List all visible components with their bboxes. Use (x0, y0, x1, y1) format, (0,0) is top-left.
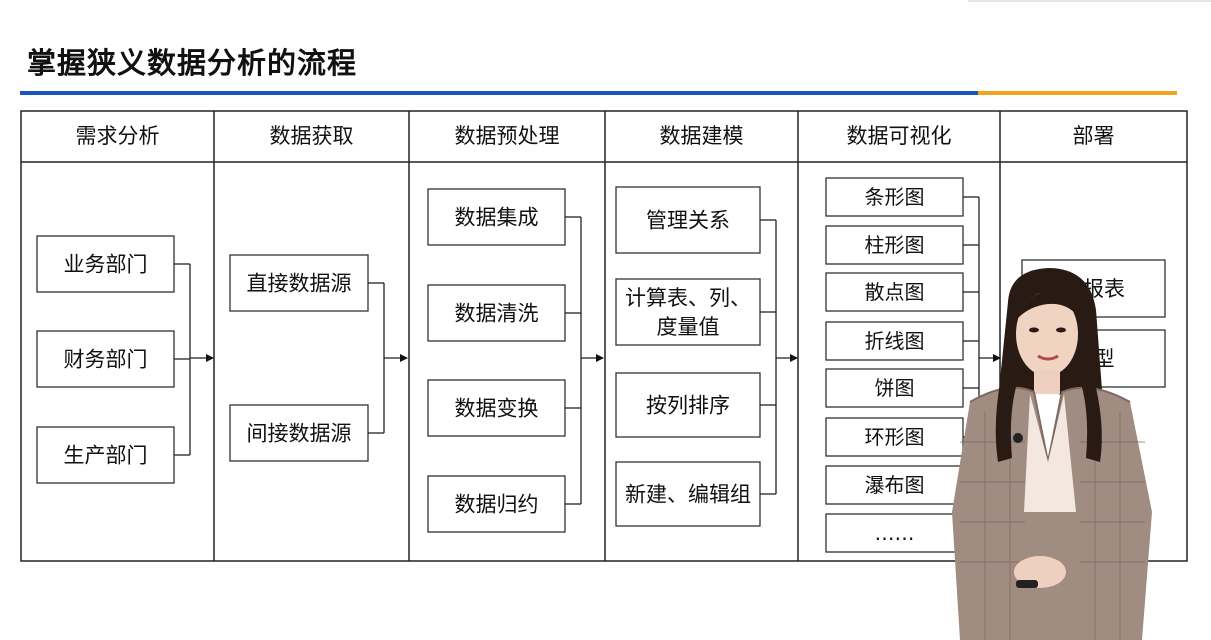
process-box (825, 465, 964, 505)
process-box-label: 计算表、列、 (625, 286, 751, 310)
process-box-label: 环形图 (865, 425, 925, 449)
title-underline-orange (978, 91, 1177, 95)
process-box-label: …… (875, 521, 915, 545)
process-box (36, 426, 175, 484)
process-box-label: 业务部门 (64, 253, 148, 277)
flow-table-frame (20, 110, 1188, 562)
process-box (825, 177, 964, 217)
process-box (427, 475, 566, 533)
process-box-label: 间接数据源 (247, 422, 352, 446)
process-box-label: 数据集成 (455, 206, 539, 230)
column-header: 需求分析 (76, 124, 160, 148)
column-header: 数据可视化 (847, 124, 952, 148)
process-box (615, 461, 761, 527)
process-box-label: 数据清洗 (455, 302, 539, 326)
title-underline-blue (20, 91, 978, 95)
process-box (615, 278, 761, 346)
process-box-label: 度量值 (657, 315, 720, 339)
process-box-label: 瀑布图 (865, 473, 925, 497)
process-box (615, 186, 761, 254)
process-box (36, 330, 175, 388)
process-box-label: 条形图 (865, 185, 925, 209)
process-box (825, 321, 964, 361)
process-box (825, 272, 964, 312)
process-box-label: 散点图 (865, 280, 925, 304)
process-box (825, 368, 964, 408)
process-box-label: 数据归约 (455, 493, 539, 517)
top-edge-line (968, 0, 1211, 2)
process-box (427, 188, 566, 246)
process-box-label: 新建、编辑组 (625, 483, 751, 507)
column-header: 数据预处理 (455, 124, 560, 148)
column-header: 数据获取 (270, 124, 354, 148)
process-box (825, 513, 964, 553)
process-box (229, 254, 369, 312)
column-header: 数据建模 (660, 124, 744, 148)
process-box (615, 372, 761, 438)
process-box-label: 折线图 (865, 329, 925, 353)
process-box-label: 财务部门 (64, 348, 148, 372)
presenter-figure (952, 268, 1152, 640)
process-box-label: 柱形图 (865, 233, 925, 257)
process-box (36, 235, 175, 293)
process-box-label: 饼图 (875, 376, 915, 400)
process-box-label: 直接数据源 (247, 272, 352, 296)
process-box-label: 生产部门 (64, 444, 148, 468)
process-box-label: 按列排序 (646, 394, 730, 418)
page-title: 掌握狭义数据分析的流程 (27, 46, 358, 80)
process-box-label: 数据变换 (455, 397, 539, 421)
process-box (229, 404, 369, 462)
process-box-label: 管理关系 (646, 209, 730, 233)
column-header: 部署 (1073, 124, 1115, 148)
